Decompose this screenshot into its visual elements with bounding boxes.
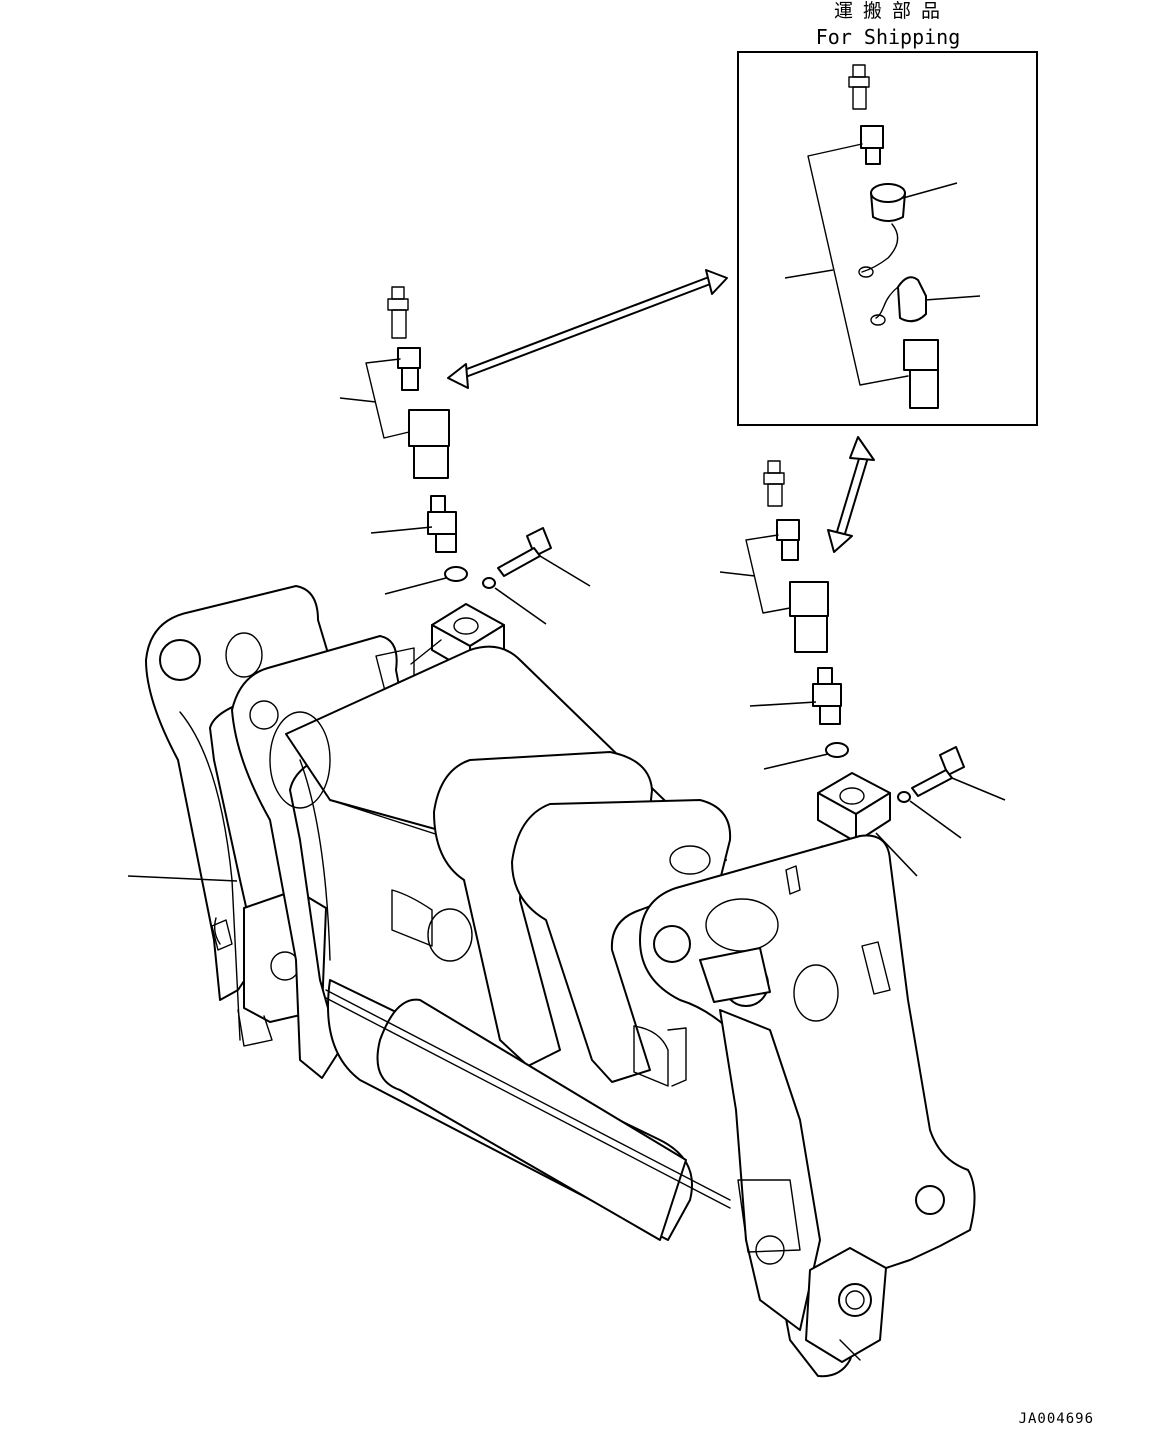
adapter-fitting [860,125,884,165]
leader-line [127,875,238,882]
leader-line [784,269,834,279]
shipping-title-jp: 運 搬 部 品 [834,0,942,22]
drawing-id: JA004696 [1019,1411,1094,1427]
loader-lift-frame [145,585,976,1378]
bolt-right [911,746,965,797]
double-arrow-upper [447,269,728,389]
grease-nipple-ghost-right [763,460,785,507]
rubber-boot [870,276,927,326]
leader-line [924,295,981,301]
quick-coupler [903,339,939,409]
shipping-frame [737,51,1038,426]
right-fitting-stack [719,460,1006,877]
grease-nipple-ghost-left [387,286,409,339]
shipping-parts-box: 運 搬 部 品 For Shipping [737,0,1038,426]
double-arrow-lower [827,436,875,553]
dust-cap [858,183,906,278]
assembly-bracket-line [807,143,909,386]
bolt [497,527,552,577]
shipping-title-en: For Shipping [816,25,961,49]
mounting-block-right [817,772,891,843]
leader-line [902,182,958,199]
washer [482,577,496,589]
grease-nipple-ghost [848,64,870,110]
